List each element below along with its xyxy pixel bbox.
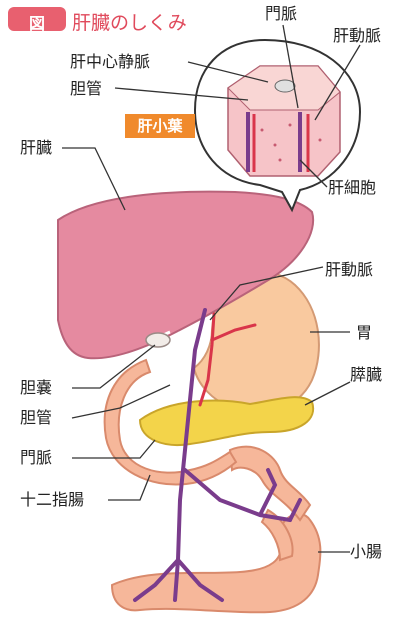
label-liver: 肝臓 bbox=[20, 140, 52, 156]
label-hepatic-artery-top: 肝動脈 bbox=[333, 28, 381, 44]
label-gallbladder: 胆嚢 bbox=[20, 380, 52, 396]
label-central-vein: 肝中心静脈 bbox=[70, 54, 150, 70]
label-portal-vein: 門脈 bbox=[20, 450, 52, 466]
gallbladder bbox=[146, 333, 170, 347]
liver-lobule bbox=[228, 66, 340, 176]
label-hepatic-artery: 肝動脈 bbox=[325, 262, 373, 278]
label-pancreas: 膵臓 bbox=[350, 367, 382, 383]
label-bile-duct: 胆管 bbox=[20, 410, 52, 426]
label-portal-vein-top: 門脈 bbox=[265, 6, 297, 22]
label-liver-lobule: 肝小葉 bbox=[125, 114, 195, 138]
pancreas bbox=[140, 397, 313, 445]
label-stomach: 胃 bbox=[356, 325, 372, 341]
label-bile-duct-top: 胆管 bbox=[70, 81, 102, 97]
label-small-intestine: 小腸 bbox=[350, 544, 382, 560]
label-duodenum: 十二指腸 bbox=[20, 492, 84, 508]
page-title: 肝臓のしくみ bbox=[72, 8, 187, 35]
figure-badge-text: 図 bbox=[8, 10, 66, 34]
figure-badge: 図 bbox=[8, 7, 66, 31]
label-hepatocyte: 肝細胞 bbox=[328, 180, 376, 196]
